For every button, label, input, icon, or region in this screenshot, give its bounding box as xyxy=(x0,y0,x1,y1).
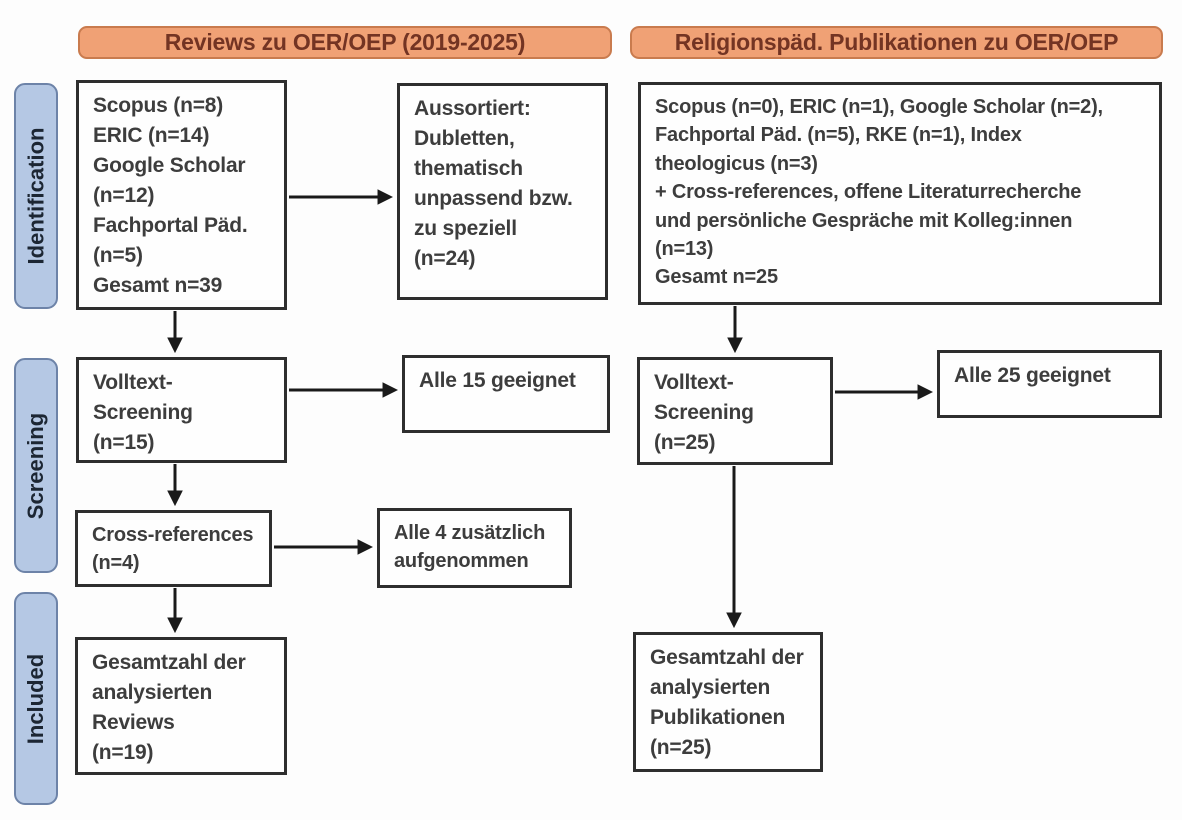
stage-label-included-text: Included xyxy=(23,653,49,744)
box-left-fulltext-screening: Volltext- Screening (n=15) xyxy=(76,357,287,463)
stage-label-identification: Identification xyxy=(14,83,58,309)
stage-label-identification-text: Identification xyxy=(23,127,49,265)
box-left-excluded: Aussortiert: Dubletten, thematisch unpas… xyxy=(397,83,608,300)
stage-label-screening: Screening xyxy=(14,358,58,573)
stage-label-screening-text: Screening xyxy=(23,412,48,519)
stage-label-included: Included xyxy=(14,592,58,805)
box-right-fulltext-screening: Volltext- Screening (n=25) xyxy=(637,357,833,465)
box-left-identification-sources: Scopus (n=8) ERIC (n=14) Google Scholar … xyxy=(76,80,287,310)
box-left-crossreferences-result: Alle 4 zusätzlich aufgenommen xyxy=(377,508,572,588)
box-right-identification-sources: Scopus (n=0), ERIC (n=1), Google Scholar… xyxy=(638,82,1162,305)
box-right-included-total: Gesamtzahl der analysierten Publikatione… xyxy=(633,632,823,772)
box-right-fulltext-result: Alle 25 geeignet xyxy=(937,350,1162,418)
box-left-included-total: Gesamtzahl der analysierten Reviews (n=1… xyxy=(75,637,287,775)
column-header-reviews: Reviews zu OER/OEP (2019-2025) xyxy=(78,26,612,59)
box-left-fulltext-result: Alle 15 geeignet xyxy=(402,355,610,433)
column-header-religionspaed: Religionspäd. Publikationen zu OER/OEP xyxy=(630,26,1163,59)
box-left-crossreferences: Cross-references (n=4) xyxy=(75,510,272,587)
